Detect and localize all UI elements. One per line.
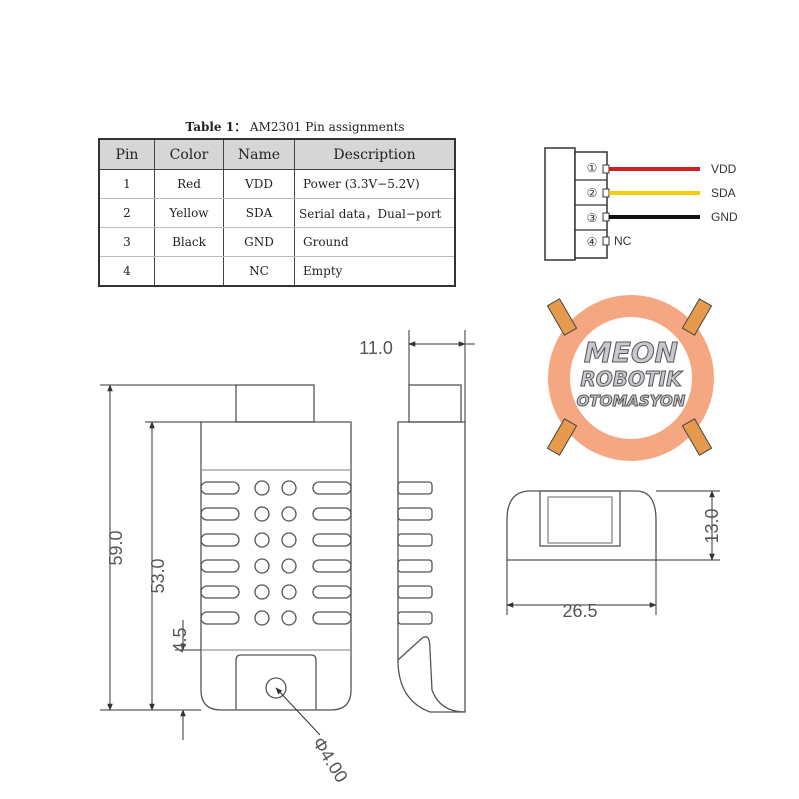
cell-color (154, 256, 224, 287)
dim-line-hole (275, 687, 321, 736)
vent-holes (254, 480, 297, 626)
cell-color: Black (154, 227, 224, 257)
vent-slot-right (312, 585, 352, 599)
vent-hole (281, 610, 297, 626)
side-vent-slot (397, 481, 433, 495)
table-header-row: Pin Color Name Description (98, 138, 456, 170)
table-row: 2 Yellow SDA Serial data，Dual−port (98, 198, 456, 228)
side-view (397, 384, 466, 713)
pin-label-vdd: VDD (711, 162, 737, 176)
dim-body-height: 53.0 (148, 558, 168, 593)
cell-description: Serial data，Dual−port (294, 198, 456, 228)
side-vent-slot (397, 507, 433, 521)
vent-hole (254, 610, 270, 626)
top-view (506, 490, 657, 561)
vent-slot-left (200, 611, 240, 625)
front-view (200, 384, 352, 711)
side-vent-slots (397, 481, 433, 625)
dim-depth: 11.0 (359, 338, 393, 358)
side-vent-slot (397, 533, 433, 547)
connector-housing-back (544, 147, 576, 261)
header-name: Name (223, 138, 295, 170)
vent-slot-left (200, 533, 240, 547)
vent-hole (281, 480, 297, 496)
vent-hole (254, 558, 270, 574)
pin-number-2: ② (587, 186, 598, 200)
side-vent-slot (397, 611, 433, 625)
pin-label-gnd: GND (711, 210, 738, 224)
pin-number-3: ③ (587, 211, 598, 225)
vent-slot-left (200, 507, 240, 521)
vent-hole (281, 558, 297, 574)
top-cap-outline (539, 490, 621, 547)
dim-thickness: 13.0 (702, 508, 722, 543)
vent-slot-left (200, 585, 240, 599)
cell-description: Empty (294, 256, 456, 287)
vent-slot-right (312, 481, 352, 495)
cell-name: NC (223, 256, 295, 287)
dim-bottom-offset: 4.5 (170, 627, 190, 652)
logo-line1: MEON (584, 336, 678, 369)
table-caption-title: AM2301 Pin assignments (249, 120, 405, 134)
vent-hole (254, 532, 270, 548)
table-caption-prefix: Table 1： (185, 120, 247, 134)
vent-hole (254, 480, 270, 496)
logo-line2: ROBOTIK (580, 367, 683, 391)
vent-slots (200, 481, 352, 625)
cell-pin: 3 (98, 227, 155, 257)
mount-hole (265, 677, 287, 699)
top-cap-inner (547, 496, 613, 544)
pin-number-1: ① (587, 161, 598, 175)
top-body (506, 490, 657, 561)
side-cable (397, 659, 465, 713)
dim-hole-diameter: Φ4.00 (309, 734, 352, 786)
pin-label-nc: NC (614, 234, 632, 248)
side-vent-slot (397, 585, 433, 599)
cell-pin: 1 (98, 169, 155, 199)
dim-total-height: 59.0 (106, 530, 126, 565)
header-description: Description (294, 138, 456, 170)
vent-slot-right (312, 559, 352, 573)
cell-pin: 4 (98, 256, 155, 287)
vent-hole (281, 532, 297, 548)
top-cap (235, 384, 315, 423)
pin-number-4: ④ (587, 235, 598, 249)
meon-robotik-logo: MEON ROBOTIK OTOMASYON (546, 295, 714, 461)
vent-hole (281, 584, 297, 600)
mount-tab (235, 654, 317, 710)
side-vent-slot (397, 559, 433, 573)
vent-slot-left (200, 559, 240, 573)
vent-slot-right (312, 611, 352, 625)
table-row: 1 Red VDD Power (3.3V−5.2V) (98, 169, 456, 199)
cell-name: SDA (223, 198, 295, 228)
cell-color: Yellow (154, 198, 224, 228)
logo-ring (548, 295, 714, 461)
header-pin: Pin (98, 138, 155, 170)
dim-width: 26.5 (562, 601, 597, 621)
table-row: 4 NC Empty (98, 256, 456, 287)
vent-hole (254, 584, 270, 600)
pin-label-sda: SDA (711, 186, 736, 200)
vent-hole (281, 506, 297, 522)
cell-description: Power (3.3V−5.2V) (294, 169, 456, 199)
table-caption: Table 1： AM2301 Pin assignments (120, 118, 470, 135)
vent-slot-right (312, 533, 352, 547)
cell-description: Ground (294, 227, 456, 257)
vent-hole (254, 506, 270, 522)
side-top-cap (408, 384, 462, 423)
vent-slot-left (200, 481, 240, 495)
cell-name: GND (223, 227, 295, 257)
robot-arm-icon (546, 298, 713, 456)
dimensions (100, 330, 720, 740)
logo-line3: OTOMASYON (577, 392, 686, 410)
pin-assignment-table: Pin Color Name Description 1 Red VDD Pow… (98, 138, 456, 287)
table-row: 3 Black GND Ground (98, 227, 456, 257)
connector-diagram: ① ② ③ ④ VDD SDA GND NC (544, 147, 738, 261)
sensor-body (200, 421, 352, 711)
vent-slot-right (312, 507, 352, 521)
